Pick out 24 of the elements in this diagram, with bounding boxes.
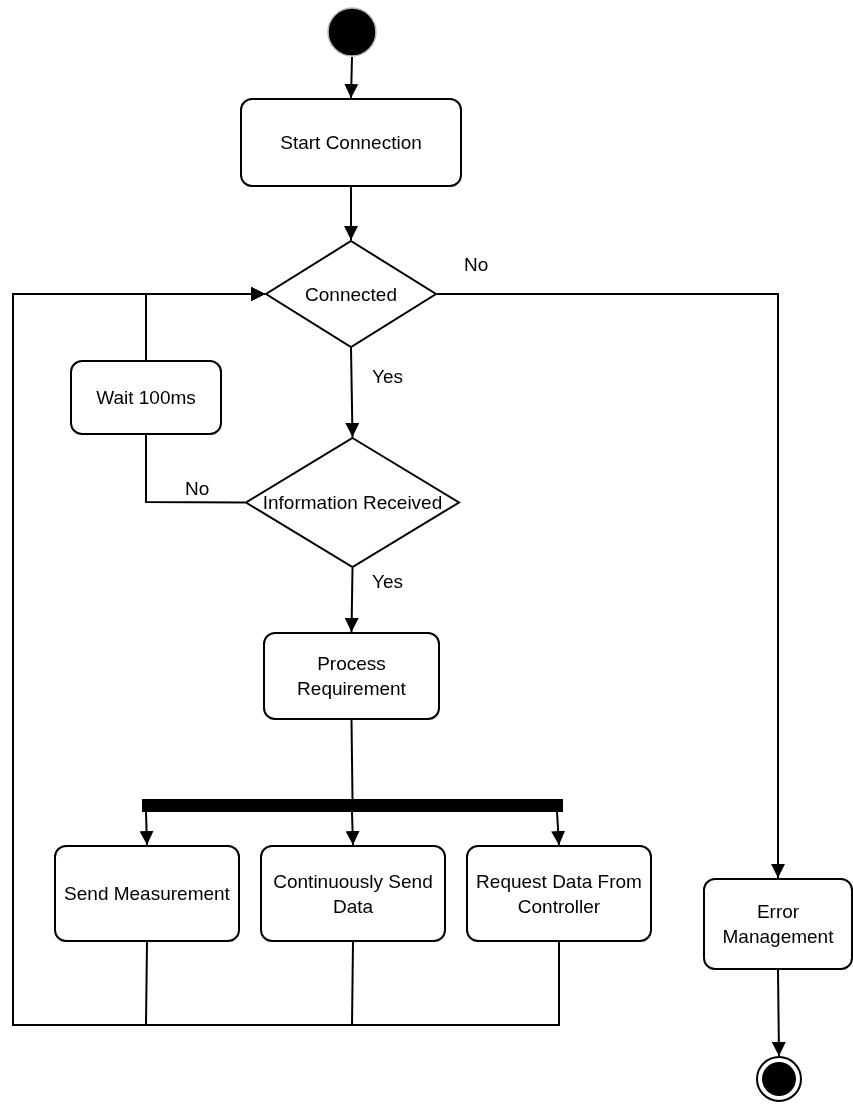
connector-line	[350, 719, 354, 800]
activity-box: Error Management	[703, 878, 853, 970]
activity-box: Wait 100ms	[70, 360, 222, 435]
fork-bar	[142, 799, 563, 812]
activity-box: Send Measurement	[54, 845, 240, 942]
activity-box: Continuously Send Data	[260, 845, 446, 942]
arrow	[344, 567, 359, 633]
activity-box: Process Requirement	[263, 632, 440, 720]
arrow	[436, 293, 785, 879]
arrow	[345, 347, 360, 438]
end-node-circle	[756, 1056, 802, 1102]
arrow	[139, 811, 154, 846]
arrow	[551, 811, 566, 846]
decision-diamond: Information Received	[245, 437, 460, 568]
activity-box: Start Connection	[240, 98, 462, 187]
start-node-circle	[327, 7, 377, 57]
arrow	[345, 811, 360, 846]
arrow	[344, 186, 358, 241]
connector-line	[145, 434, 246, 504]
arrow	[344, 56, 359, 99]
decision-diamond: Connected	[265, 240, 437, 348]
activity-box: Request Data From Controller	[466, 845, 652, 942]
arrow	[771, 969, 786, 1057]
arrow	[12, 287, 560, 1026]
